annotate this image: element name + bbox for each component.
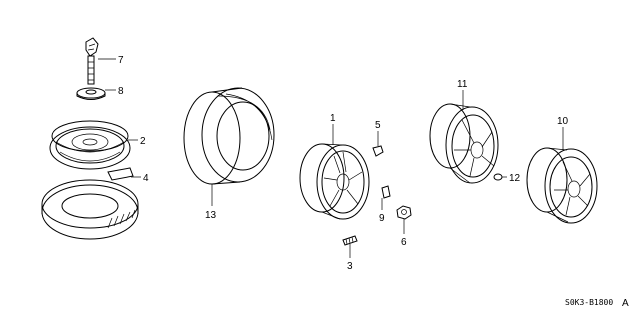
- valve-stem-part[interactable]: [85, 37, 99, 85]
- callout-1: 1: [330, 113, 336, 124]
- diagram-code-suffix: A: [622, 298, 629, 309]
- callout-9: 9: [379, 213, 385, 224]
- wheel-stud-part[interactable]: [342, 235, 358, 246]
- spare-tire-part[interactable]: [41, 179, 139, 240]
- callout-2: 2: [140, 136, 146, 147]
- spare-wheel-part[interactable]: [49, 120, 131, 170]
- washer-part[interactable]: [76, 87, 106, 100]
- valve-clip-part[interactable]: [372, 145, 384, 157]
- leader-lines: [98, 58, 564, 258]
- callout-12: 12: [509, 173, 521, 184]
- label-part[interactable]: [107, 167, 134, 181]
- lug-nut-part[interactable]: [396, 205, 412, 220]
- callout-10: 10: [557, 116, 569, 127]
- callout-11: 11: [457, 79, 468, 90]
- callout-13: 13: [205, 210, 217, 221]
- diagram-code: S0K3-B1800: [565, 298, 613, 307]
- valve-part[interactable]: [381, 185, 391, 199]
- callout-6: 6: [401, 237, 407, 248]
- center-cap-part[interactable]: [493, 173, 503, 181]
- alloy-wheel-1-part[interactable]: [299, 143, 370, 220]
- callout-3: 3: [347, 261, 353, 272]
- alloy-wheel-10-part[interactable]: [526, 147, 598, 224]
- tire-part[interactable]: [183, 87, 275, 185]
- callout-8: 8: [118, 86, 124, 97]
- callout-5: 5: [375, 120, 381, 131]
- callout-7: 7: [118, 55, 124, 66]
- alloy-wheel-11-part[interactable]: [429, 103, 499, 184]
- callout-4: 4: [143, 173, 149, 184]
